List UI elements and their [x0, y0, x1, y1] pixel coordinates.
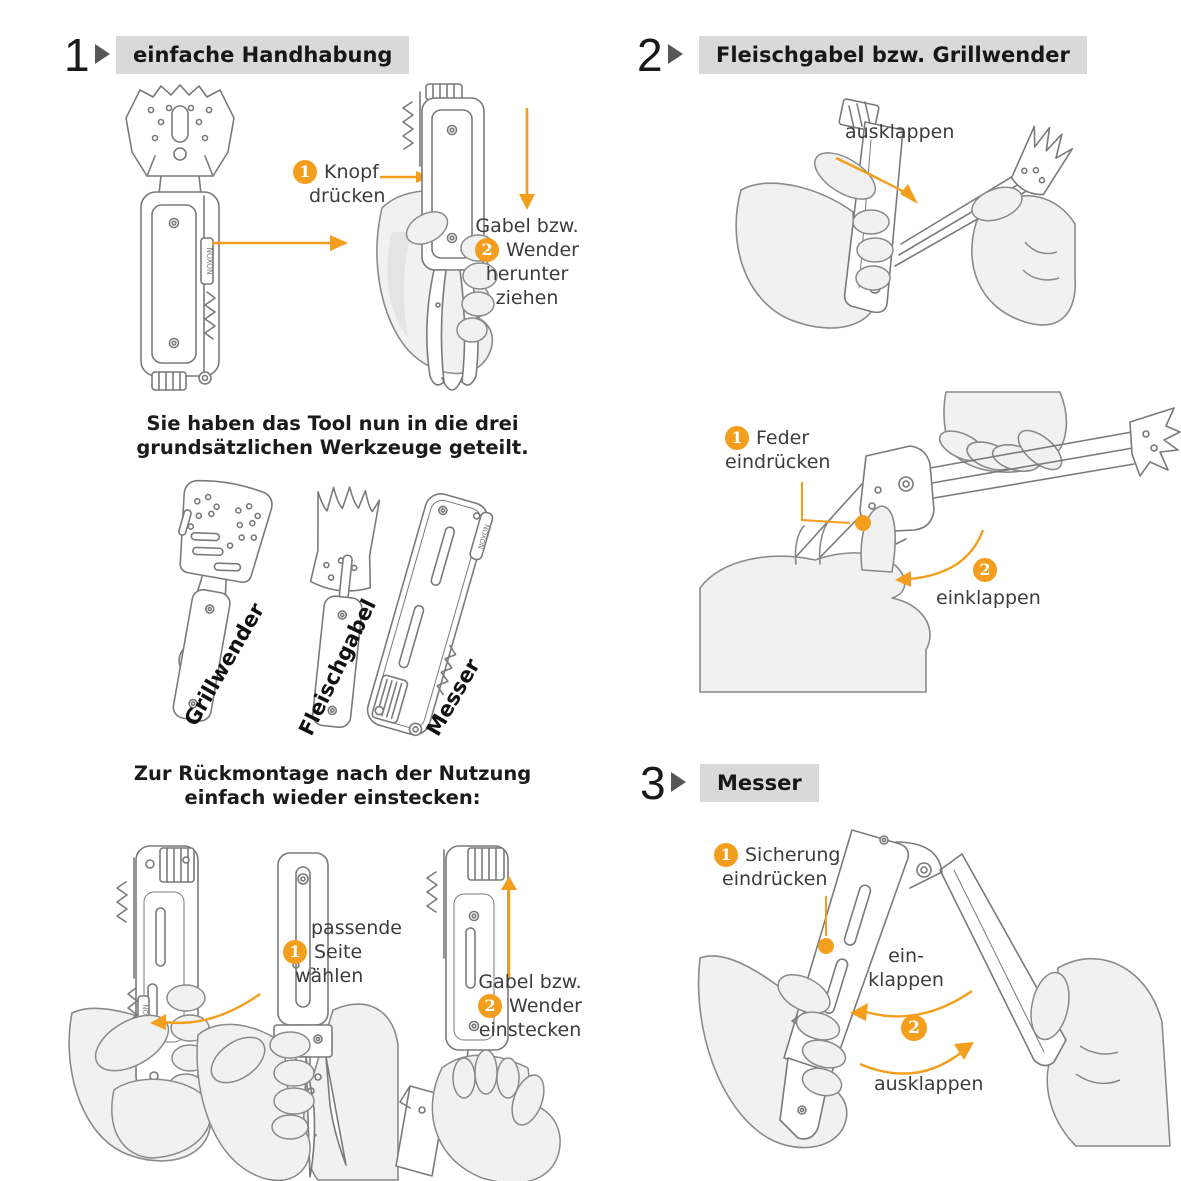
curved-arrow-fold-in-knife-icon: [850, 990, 973, 1021]
split-result-text: Sie haben das Tool nun in die drei grund…: [136, 412, 529, 459]
label-einklappen-knife: ein- klappen: [868, 945, 944, 991]
curved-arrow-fold-in-icon: [895, 529, 985, 587]
step-sicherung-line2: eindrücken: [722, 868, 828, 890]
sicherung-pointer-line: [818, 896, 834, 954]
fold-in-fork-illustration: [699, 391, 1181, 693]
step-herunterziehen-line3: herunter: [485, 263, 569, 285]
step-herunterziehen-line4: ziehen: [495, 287, 559, 309]
closed-multitool-illustration: NOXON: [125, 84, 235, 391]
label-einklappen: einklappen: [936, 587, 1041, 609]
section-1-number: 1: [64, 29, 90, 81]
section-3-number: 3: [640, 757, 666, 809]
step-einstecken-line1: Gabel bzw.: [478, 971, 582, 993]
step-feder-line2: eindrücken: [725, 451, 831, 473]
step-seite-waehlen: passende 1 Seite wählen: [283, 916, 402, 988]
fleischgabel-illustration: [309, 486, 381, 729]
arrow-up-icon: [501, 876, 517, 978]
hand-holding-tool-illustration: [376, 83, 498, 391]
section-2-number: 2: [637, 29, 663, 81]
curved-arrow-left-icon: [150, 993, 261, 1030]
step-badge-2: 2: [475, 238, 500, 262]
step-herunterziehen-line2: Wender: [506, 239, 579, 261]
brand-text: NOXON: [205, 247, 214, 274]
step-herunterziehen: Gabel bzw. 2 Wender herunter ziehen: [452, 214, 602, 310]
remount-text: Zur Rückmontage nach der Nutzung einfach…: [133, 762, 532, 809]
step-herunterziehen-line1: Gabel bzw.: [475, 215, 579, 237]
step-seite-line1: passende: [311, 917, 402, 939]
step-seite-line2: Seite: [314, 941, 363, 963]
step-sicherung-eindruecken: 1 Sicherung eindrücken: [714, 843, 840, 891]
messer-illustration: NOXON: [366, 493, 494, 737]
step-feder-eindruecken: 1 Feder eindrücken: [725, 426, 830, 474]
section-3-arrow-icon: [671, 772, 686, 792]
step-feder-line1: Feder: [756, 427, 810, 449]
step-badge-1: 1: [293, 160, 317, 184]
knife-fold-illustration: [697, 829, 1171, 1149]
step-knopf-druecken: 1 Knopf drücken: [293, 160, 385, 208]
step-einstecken-line2: Wender: [509, 995, 582, 1017]
section-1-title: einfache Handhabung: [116, 36, 410, 74]
arrow-right-icon: [212, 235, 348, 251]
step-sicherung-line1: Sicherung: [745, 844, 841, 866]
section-3-title: Messer: [700, 764, 819, 802]
step-knopf-line2: drücken: [309, 185, 386, 207]
arrow-down-icon: [519, 108, 535, 210]
grillwender-illustration: [172, 479, 273, 722]
step-badge-1: 1: [725, 426, 749, 450]
step-badge-2: 2: [478, 994, 503, 1018]
step-badge-2: 2: [973, 558, 997, 582]
step-badge-1: 1: [714, 843, 738, 867]
step-badge-1: 1: [283, 940, 307, 964]
step-einstecken-line3: einstecken: [478, 1019, 582, 1041]
label-ausklappen-top: ausklappen: [845, 121, 955, 143]
step-knopf-line1: Knopf: [324, 161, 379, 183]
step-einstecken: Gabel bzw. 2 Wender einstecken: [455, 970, 605, 1042]
step-badge-2: 2: [901, 1015, 927, 1041]
curved-arrow-fold-out-icon: [835, 156, 918, 204]
hand-holding-fork-illustration: [196, 852, 399, 1181]
section-2-arrow-icon: [668, 44, 683, 64]
fold-out-fork-illustration: [735, 98, 1076, 329]
feder-pointer-line: [801, 482, 871, 531]
section-2-title: Fleischgabel bzw. Grillwender: [699, 36, 1087, 74]
section-1-arrow-icon: [95, 44, 110, 64]
curved-arrow-fold-out-knife-icon: [859, 1042, 974, 1075]
step-seite-line3: wählen: [295, 965, 364, 987]
label-ausklappen-knife: ausklappen: [874, 1073, 984, 1095]
